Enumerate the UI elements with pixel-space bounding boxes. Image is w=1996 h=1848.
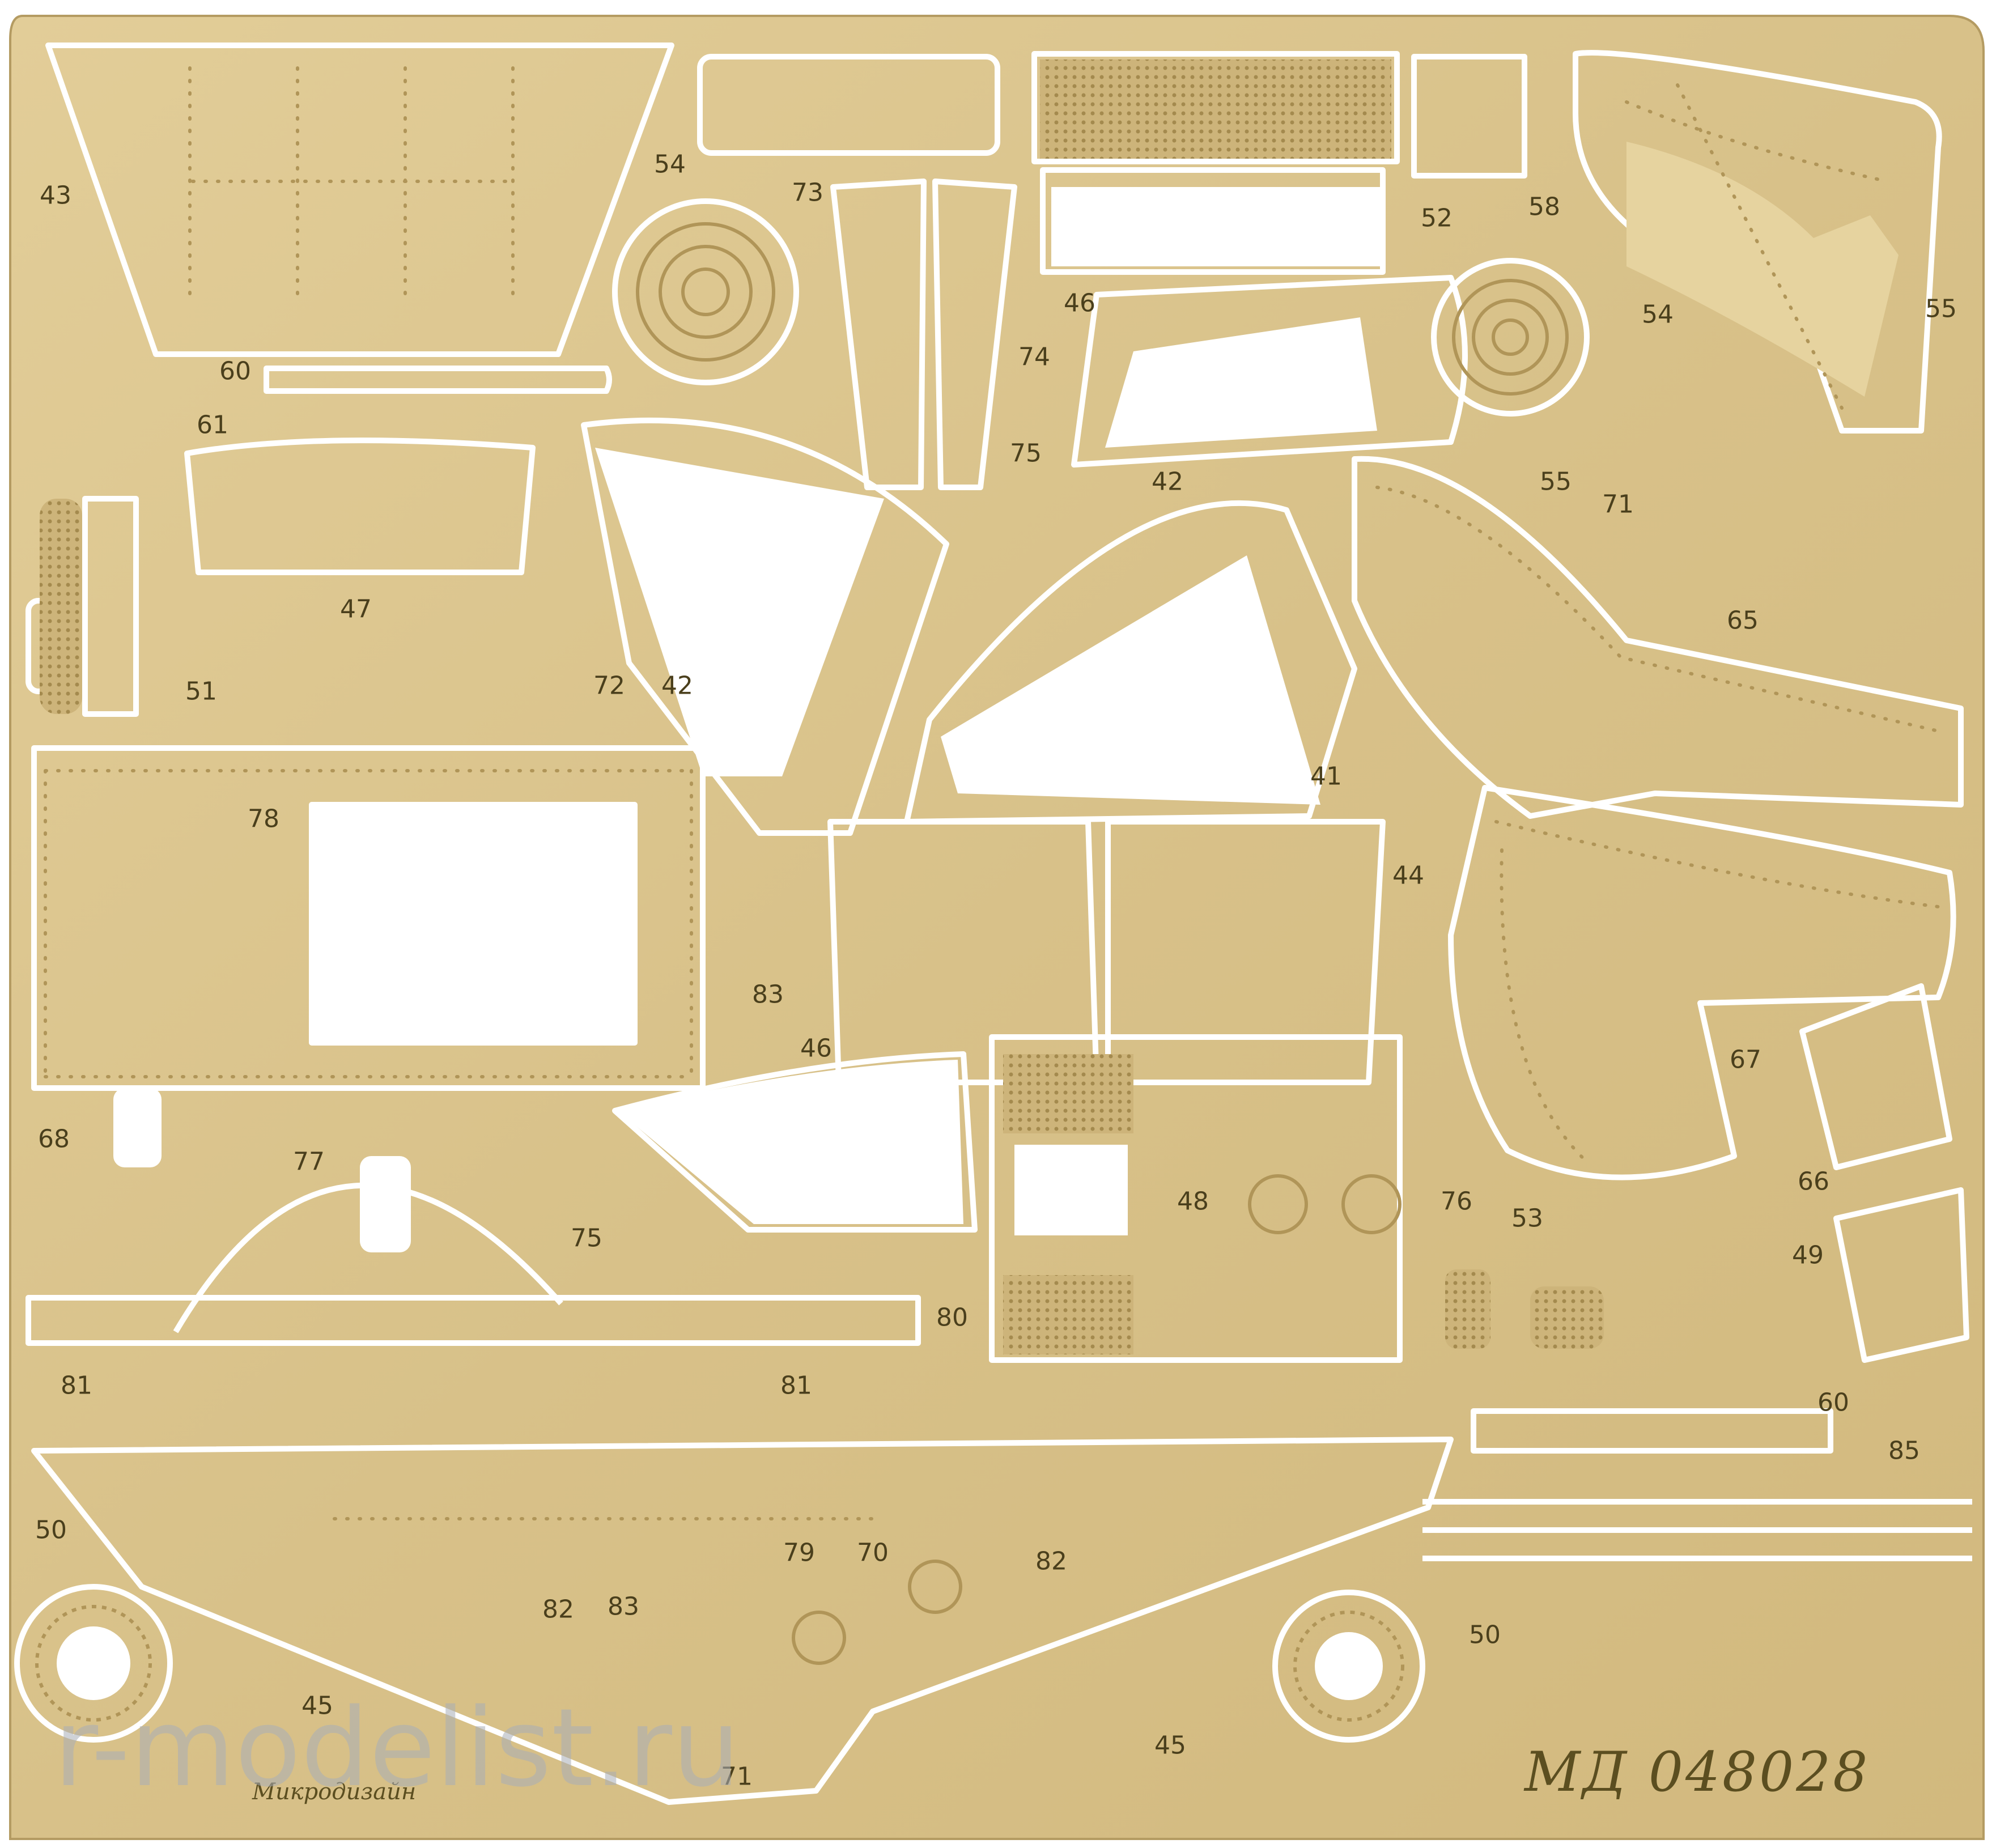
part-label: 45 xyxy=(1154,1731,1186,1760)
part-label: 81 xyxy=(780,1371,812,1400)
manufacturer-logo-text: Микродизайн xyxy=(252,1779,416,1805)
part-label: 43 xyxy=(40,181,71,210)
part-label: 54 xyxy=(654,150,686,179)
part-label: 55 xyxy=(1540,468,1572,496)
part-label: 82 xyxy=(542,1595,574,1624)
part-label: 76 xyxy=(1441,1187,1472,1216)
part-label: 67 xyxy=(1730,1046,1761,1074)
part-label: 48 xyxy=(1177,1187,1209,1216)
part-label: 83 xyxy=(608,1592,639,1621)
part-label: 85 xyxy=(1888,1437,1920,1465)
part-label: 49 xyxy=(1792,1241,1824,1270)
part-label: 50 xyxy=(1469,1621,1501,1650)
part-label: 60 xyxy=(219,357,251,386)
part-label: 74 xyxy=(1018,343,1050,372)
part-label: 68 xyxy=(38,1125,70,1154)
part-label: 42 xyxy=(661,672,693,700)
part-label: 45 xyxy=(301,1692,333,1720)
part-label: 53 xyxy=(1511,1204,1543,1233)
part-label: 52 xyxy=(1421,204,1453,233)
part-label: 65 xyxy=(1727,606,1759,635)
part-label: 78 xyxy=(248,805,279,834)
part-label: 79 xyxy=(783,1539,815,1567)
part-label: 54 xyxy=(1642,300,1674,329)
part-label: 73 xyxy=(792,179,823,207)
part-label: 71 xyxy=(1602,490,1634,519)
part-label: 81 xyxy=(61,1371,92,1400)
part-label: 41 xyxy=(1310,762,1342,791)
brass-fret xyxy=(9,15,1985,1840)
product-code: МД 048028 xyxy=(1523,1740,1870,1804)
part-label: 46 xyxy=(800,1034,832,1063)
part-label: 72 xyxy=(593,672,625,700)
part-label: 44 xyxy=(1392,861,1424,890)
watermark: r-modelist.ru xyxy=(54,1685,740,1811)
part-label: 70 xyxy=(857,1539,889,1567)
part-label: 77 xyxy=(293,1148,325,1176)
part-label: 50 xyxy=(35,1516,67,1545)
part-label: 47 xyxy=(340,595,372,624)
part-label: 66 xyxy=(1798,1167,1829,1196)
mesh-panels xyxy=(40,60,1604,1354)
part-label: 83 xyxy=(752,980,784,1009)
part-label: 51 xyxy=(185,677,217,706)
part-label: 42 xyxy=(1152,468,1183,496)
part-label: 82 xyxy=(1035,1547,1067,1576)
part-labels: 43 54 73 52 58 55 60 61 46 74 54 55 75 4… xyxy=(35,150,1957,1791)
white-cutouts xyxy=(57,142,1899,1700)
wheel-rings xyxy=(35,222,1569,1722)
rivet-dots xyxy=(44,66,1940,1520)
part-label: 71 xyxy=(721,1762,753,1791)
part-label: 75 xyxy=(1010,439,1042,468)
part-label: 58 xyxy=(1528,193,1560,222)
part-label: 75 xyxy=(571,1224,602,1253)
part-label: 80 xyxy=(936,1303,968,1332)
part-label: 61 xyxy=(197,411,228,440)
part-label: 60 xyxy=(1817,1388,1849,1417)
part-label: 55 xyxy=(1925,295,1957,324)
part-label: 46 xyxy=(1064,289,1095,318)
